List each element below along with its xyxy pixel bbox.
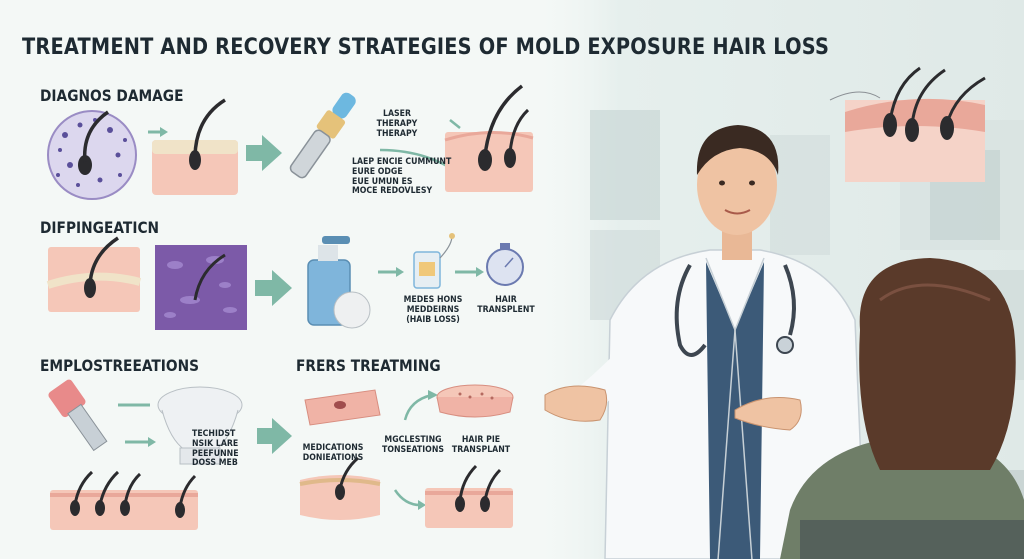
row1-illustrations: [47, 84, 534, 200]
label-laser-therapy: LASER THERAPY THERAPY: [376, 109, 418, 139]
label-hair-transplant: HAIR TRANSPLENT: [477, 295, 535, 315]
scalp-hair-panel-top-right: [829, 66, 986, 182]
label-medications-hair-loss: MEDES HONS MEDDEIRNS (HAIB LOSS): [403, 295, 463, 325]
patient-figure: [780, 258, 1024, 559]
section-row2-heading: DIFPINGEATICN: [40, 218, 160, 237]
section-fibers-treatment-heading: FRERS TREATMING: [296, 356, 441, 375]
page-title: TREATMENT AND RECOVERY STRATEGIES OF MOL…: [22, 35, 830, 60]
caption-laser-therapy: LAEP ENCIE CUMMUNT EURE ODGE EUE UMUN ES…: [352, 157, 452, 197]
label-device-technique: TECHIDST NSIK LARE PEEFUNNE DOSS MEB: [192, 429, 239, 469]
row2-illustrations: [46, 233, 524, 330]
section-diagnose-damage: DIAGNOS DAMAGE: [40, 86, 184, 105]
row3-illustrations: [48, 379, 514, 530]
label-hair-pie-transplant: HAIR PIE TRANSPLANT: [451, 435, 511, 455]
section-row3-heading: EMPLOSTREEATIONS: [40, 356, 200, 375]
doctor-figure: [544, 125, 866, 559]
label-mgclesting: MGCLESTING TONSEATIONS: [381, 435, 445, 455]
label-medications-row3: MEDICATIONS DONIEATIONS: [302, 443, 364, 463]
